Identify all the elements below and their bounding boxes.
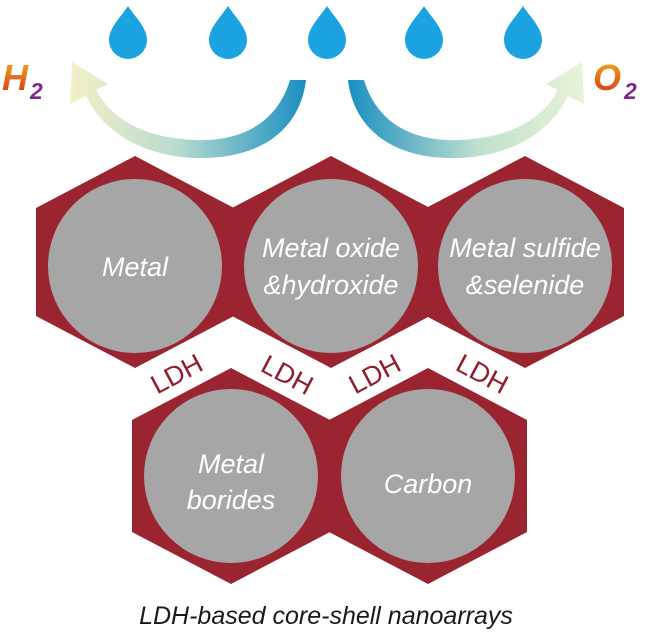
core-label-metal: Metal xyxy=(102,252,169,282)
core-shell-metal-sulfide-selenide: Metal sulfide &selenide xyxy=(426,156,624,368)
arrow-to-h2 xyxy=(70,62,306,159)
water-drop-icon xyxy=(209,6,247,59)
core xyxy=(144,389,318,563)
core-shell-metal: Metal xyxy=(36,156,234,368)
water-drop-icon xyxy=(405,6,443,59)
water-drop-icon xyxy=(109,6,147,59)
water-drop-icon xyxy=(308,6,346,59)
core-shell-carbon: Carbon xyxy=(329,368,527,584)
o2-label: O 2 xyxy=(593,57,637,104)
core-shell-metal-oxide-hydroxide: Metal oxide &hydroxide xyxy=(232,156,430,368)
core xyxy=(48,179,222,353)
core xyxy=(438,179,612,353)
arrow-to-o2 xyxy=(348,62,584,159)
core-label-metal-oxide: Metal oxide xyxy=(262,233,400,263)
o2-subscript: 2 xyxy=(623,78,637,104)
core-label-hydroxide: &hydroxide xyxy=(263,270,398,300)
water-drop-icon xyxy=(504,6,542,59)
core-label-carbon: Carbon xyxy=(384,469,473,499)
core-label-metal-sulfide: Metal sulfide xyxy=(449,233,601,263)
water-droplets xyxy=(109,6,542,59)
core-label-metal: Metal xyxy=(198,449,265,479)
core xyxy=(244,179,418,353)
core xyxy=(341,389,515,563)
h2-label: H 2 xyxy=(2,57,43,104)
h2-main-text: H xyxy=(2,57,29,98)
core-label-selenide: &selenide xyxy=(466,270,585,300)
core-label-borides: borides xyxy=(187,485,276,515)
o2-main-text: O xyxy=(593,57,621,98)
h2-subscript: 2 xyxy=(29,78,43,104)
figure-caption: LDH-based core-shell nanoarrays xyxy=(139,602,513,630)
core-shell-metal-borides: Metal borides xyxy=(132,368,330,584)
